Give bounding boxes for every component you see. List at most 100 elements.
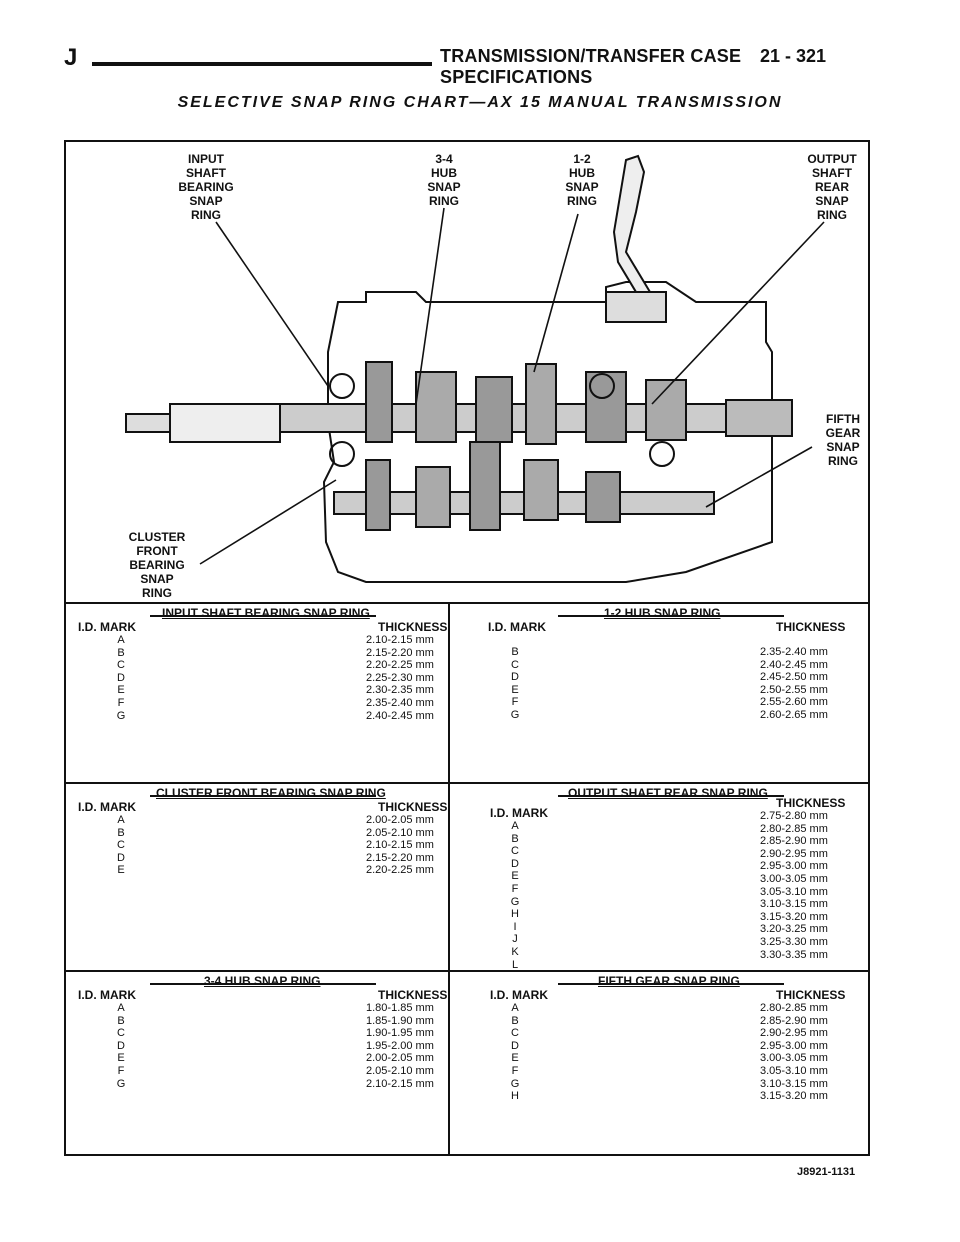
table-cell: D	[511, 857, 519, 870]
table-cell: 2.20-2.25 mm	[366, 864, 434, 877]
mark-column: B C D E F G	[500, 646, 530, 722]
table-cell: 2.05-2.10 mm	[366, 826, 434, 839]
table-cell: F	[511, 1064, 519, 1077]
mark-header: I.D. MARK	[78, 988, 136, 1002]
chart-subtitle: SELECTIVE SNAP RING CHART—AX 15 MANUAL T…	[177, 94, 783, 111]
header-title: TRANSMISSION/TRANSFER CASE SPECIFICATION…	[440, 46, 742, 87]
table-cell: 2.25-2.30 mm	[366, 671, 434, 684]
table-cell: A	[117, 1002, 125, 1014]
figure-id: J8921-1131	[797, 1166, 856, 1178]
table-cell: D	[117, 851, 125, 864]
table-cell: 2.45-2.50 mm	[760, 671, 828, 684]
mark-column: A B C D E F G H I J K L	[500, 820, 530, 971]
table-cell: 3.15-3.20 mm	[760, 910, 828, 923]
table-cell: H	[511, 908, 519, 921]
thickness-column: 2.35-2.40 mm 2.40-2.45 mm 2.45-2.50 mm 2…	[760, 646, 850, 722]
thickness-header: THICKNESS	[776, 620, 846, 634]
table-cell: B	[511, 646, 519, 658]
table-cell: 2.90-2.95 mm	[760, 1027, 828, 1040]
table-cell: 2.00-2.05 mm	[366, 814, 434, 826]
callout-fifth-gear-snap-ring: FIFTH GEAR SNAP RING	[825, 412, 861, 468]
table-cell: D	[117, 1039, 125, 1052]
mark-column: A B C D E	[106, 814, 136, 877]
table-cell: 2.85-2.90 mm	[760, 835, 828, 848]
table-cell: 1.95-2.00 mm	[366, 1039, 434, 1052]
table-cell: E	[511, 870, 519, 883]
page-number: 21 - 321	[760, 46, 827, 66]
table-cell: 3.05-3.10 mm	[760, 1064, 828, 1077]
table-cell: 2.55-2.60 mm	[760, 696, 828, 709]
table-output-shaft-rear-snap-ring: OUTPUT SHAFT REAR SNAP RING I.D. MARK TH…	[450, 784, 868, 971]
table-cell: G	[510, 708, 520, 721]
table-divider-vertical	[448, 604, 450, 1156]
table-cell: 2.40-2.45 mm	[366, 709, 434, 722]
title-rule	[150, 983, 376, 985]
table-cell: D	[511, 1039, 519, 1052]
table-cell: 2.95-3.00 mm	[760, 1039, 828, 1052]
table-cell: B	[511, 832, 519, 845]
table-cell: E	[511, 1052, 519, 1065]
table-cell: 2.40-2.45 mm	[760, 658, 828, 671]
table-cell: B	[511, 1014, 519, 1027]
mark-column: A B C D E F G	[106, 1002, 136, 1090]
table-cell: 3.15-3.20 mm	[760, 1090, 828, 1103]
table-cell: E	[117, 684, 125, 697]
figure-frame: INPUT SHAFT BEARING SNAP RING 3-4 HUB SN…	[64, 140, 870, 1156]
section-letter: J	[64, 44, 78, 71]
table-cell: E	[117, 864, 125, 877]
header-rule	[92, 62, 432, 66]
table-cell: 3.10-3.15 mm	[760, 898, 828, 911]
table-cell: I	[513, 920, 517, 933]
thickness-header: THICKNESS	[378, 988, 448, 1002]
table-cell: F	[117, 696, 125, 709]
table-cell: 3.00-3.05 mm	[760, 1052, 828, 1065]
thickness-column: 2.75-2.80 mm 2.80-2.85 mm 2.85-2.90 mm 2…	[760, 810, 850, 961]
table-cell: 3.30-3.35 mm	[760, 948, 828, 961]
table-cell: 2.15-2.20 mm	[366, 851, 434, 864]
table-input-shaft-bearing-snap-ring: INPUT SHAFT BEARING SNAP RING I.D. MARK …	[66, 604, 448, 782]
callout-3-4-hub-snap-ring: 3-4 HUB SNAP RING	[427, 152, 461, 208]
table-cell: C	[117, 659, 125, 672]
table-cell: F	[511, 696, 519, 709]
title-rule	[150, 615, 376, 617]
table-cell: 3.25-3.30 mm	[760, 935, 828, 948]
mark-header: I.D. MARK	[488, 620, 546, 634]
table-divider-bottom	[66, 970, 868, 972]
callout-input-shaft-bearing-snap-ring: INPUT SHAFT BEARING SNAP RING	[178, 152, 234, 222]
table-cell: 2.75-2.80 mm	[760, 810, 828, 822]
table-cell: 2.35-2.40 mm	[760, 646, 828, 658]
table-cell: 2.10-2.15 mm	[366, 634, 434, 646]
table-cell: D	[117, 671, 125, 684]
title-rule	[558, 983, 784, 985]
table-cell: 1.85-1.90 mm	[366, 1014, 434, 1027]
table-cell: D	[511, 671, 519, 684]
table-cell: 2.95-3.00 mm	[760, 860, 828, 873]
table-cell: J	[512, 933, 518, 946]
table-cell: 2.50-2.55 mm	[760, 683, 828, 696]
table-cell: 2.80-2.85 mm	[760, 822, 828, 835]
table-title: OUTPUT SHAFT REAR SNAP RING	[568, 786, 768, 800]
title-rule	[150, 795, 376, 797]
table-divider-middle	[66, 782, 868, 784]
table-cell: 1.90-1.95 mm	[366, 1027, 434, 1040]
table-3-4-hub-snap-ring: 3-4 HUB SNAP RING I.D. MARK THICKNESS A …	[66, 972, 448, 1156]
mark-column: A B C D E F G	[106, 634, 136, 722]
table-cell: 2.60-2.65 mm	[760, 708, 828, 721]
table-1-2-hub-snap-ring: 1-2 HUB SNAP RING I.D. MARK THICKNESS B …	[450, 604, 868, 782]
table-cell: 2.10-2.15 mm	[366, 1077, 434, 1090]
table-cell: 2.05-2.10 mm	[366, 1064, 434, 1077]
table-cell: C	[117, 839, 125, 852]
table-cell: 2.35-2.40 mm	[366, 696, 434, 709]
table-title: FIFTH GEAR SNAP RING	[598, 974, 740, 988]
table-cell: 2.30-2.35 mm	[366, 684, 434, 697]
table-cell: A	[117, 814, 125, 826]
table-cell: B	[117, 1014, 125, 1027]
table-cell: K	[511, 945, 519, 958]
callout-1-2-hub-snap-ring: 1-2 HUB SNAP RING	[565, 152, 599, 208]
table-cell: C	[511, 845, 519, 858]
table-title: 3-4 HUB SNAP RING	[204, 974, 321, 988]
table-cell: 2.10-2.15 mm	[366, 839, 434, 852]
thickness-column: 2.00-2.05 mm 2.05-2.10 mm 2.10-2.15 mm 2…	[366, 814, 456, 877]
table-cell: A	[511, 820, 519, 832]
table-divider-top	[66, 602, 868, 604]
